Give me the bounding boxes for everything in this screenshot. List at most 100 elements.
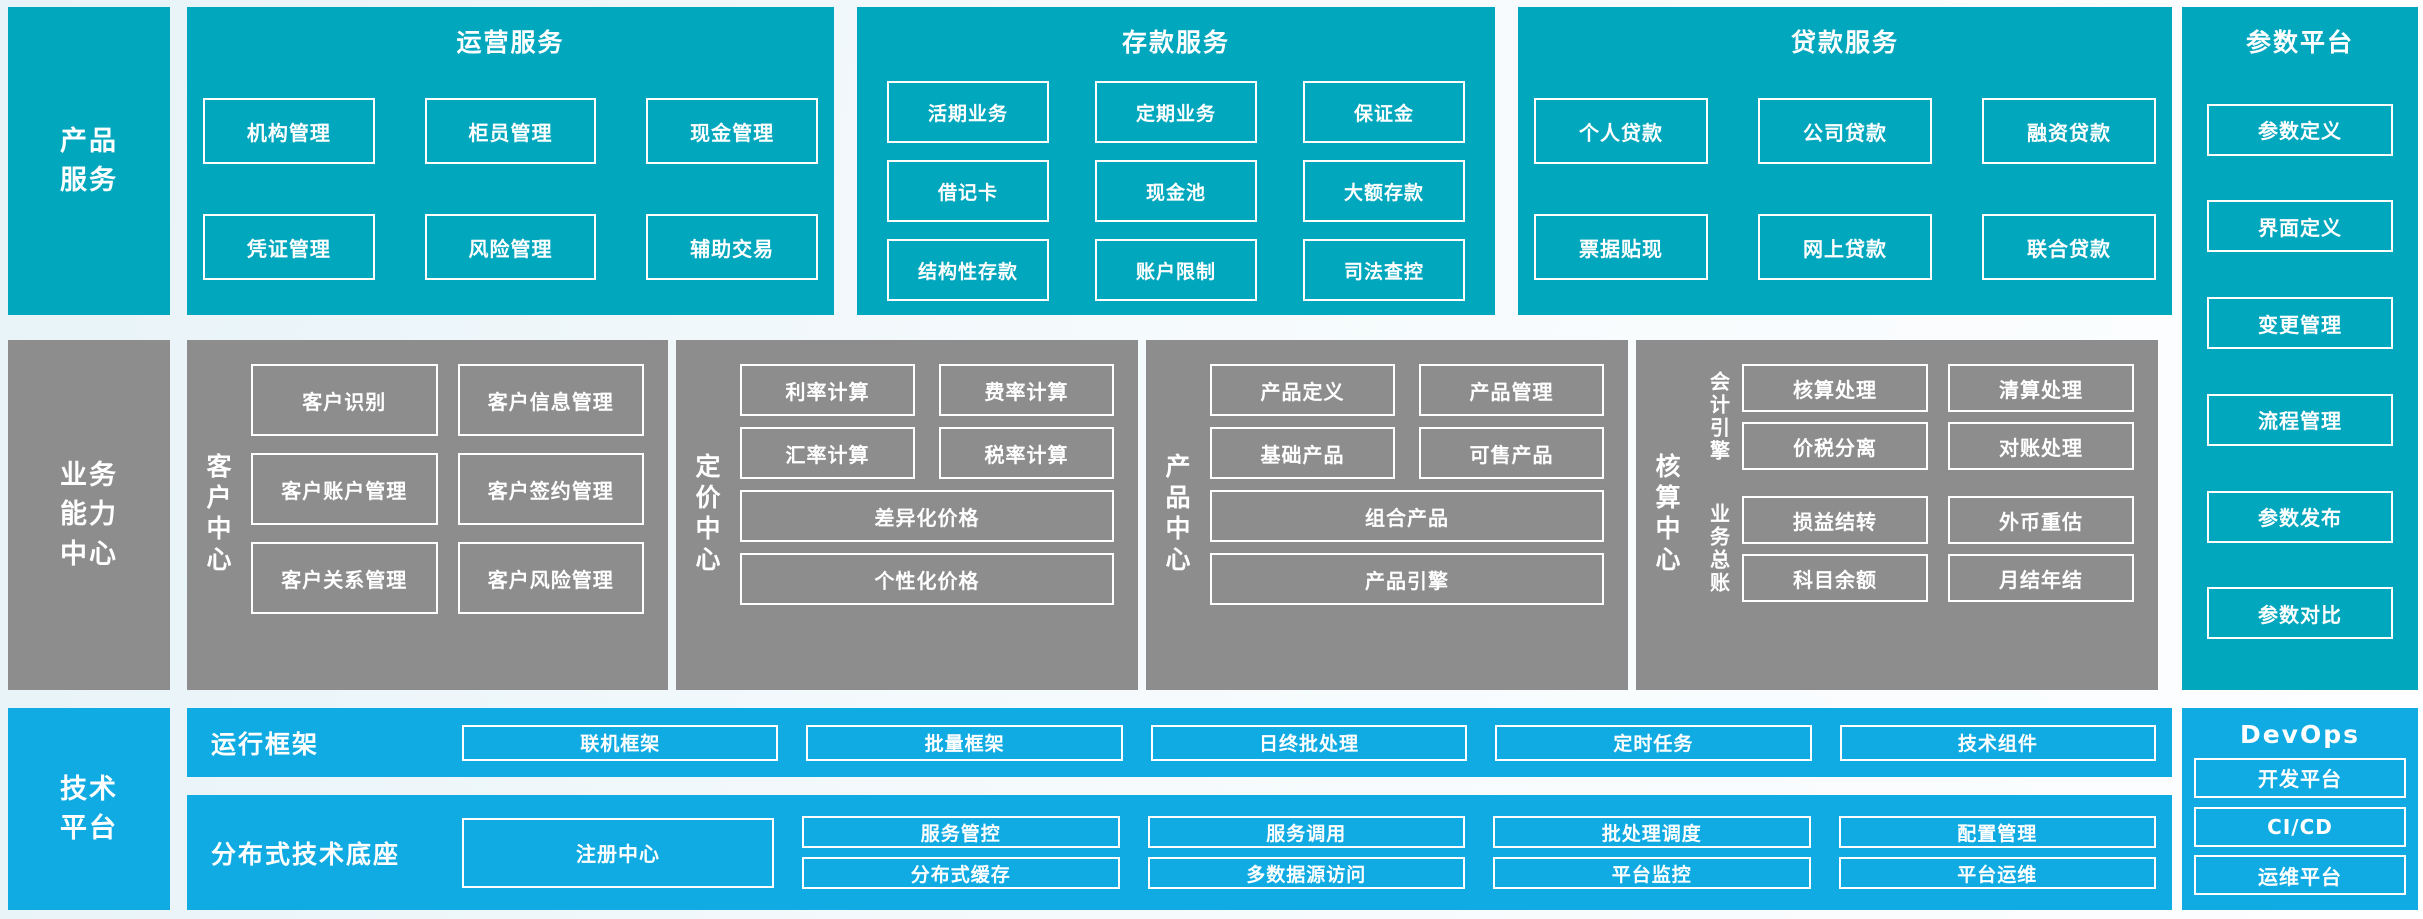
diagram-box: 借记卡	[887, 160, 1049, 222]
section-loan-services: 贷款服务 个人贷款公司贷款融资贷款票据贴现网上贷款联合贷款	[1518, 7, 2172, 315]
diagram-box: 开发平台	[2194, 757, 2406, 798]
band-label-business-capability-center: 业务 能力 中心	[8, 340, 170, 690]
accounting-engine-group: 会计引擎 核算处理清算处理价税分离对账处理	[1696, 364, 2134, 470]
distributed-base-boxes: 服务管控服务调用批处理调度配置管理分布式缓存多数据源访问平台监控平台运维	[802, 816, 2156, 889]
diagram-box: 柜员管理	[424, 98, 597, 164]
band-label-product-services: 产品 服务	[8, 7, 170, 315]
diagram-box-registry-center: 注册中心	[462, 817, 774, 888]
diagram-box: 联合贷款	[1982, 214, 2156, 280]
diagram-box: 月结年结	[1948, 554, 2134, 602]
diagram-box: 票据贴现	[1534, 214, 1708, 280]
diagram-box: 现金管理	[646, 98, 818, 164]
diagram-box: 参数发布	[2207, 490, 2393, 543]
operation-services-boxes: 机构管理柜员管理现金管理凭证管理风险管理辅助交易	[203, 98, 818, 280]
diagram-box: 可售产品	[1419, 427, 1604, 479]
section-label-product-center: 产品中心	[1162, 453, 1191, 577]
diagram-box: 汇率计算	[740, 427, 915, 479]
diagram-box: 保证金	[1303, 81, 1465, 143]
diagram-box: 大额存款	[1303, 160, 1465, 222]
section-devops: DevOps 开发平台 CI/CD 运维平台	[2182, 708, 2418, 910]
diagram-box: 流程管理	[2207, 393, 2393, 446]
diagram-box: 定期业务	[1095, 81, 1257, 143]
pricing-pair-boxes: 利率计算费率计算汇率计算税率计算	[740, 364, 1114, 479]
diagram-box: 界面定义	[2207, 200, 2393, 253]
deposit-services-boxes: 活期业务定期业务保证金借记卡现金池大额存款结构性存款账户限制司法查控	[887, 81, 1465, 301]
product-center-boxes: 产品定义产品管理基础产品可售产品 组合产品 产品引擎	[1210, 364, 1604, 690]
diagram-box: 税率计算	[939, 427, 1114, 479]
diagram-box: 产品定义	[1210, 364, 1395, 416]
diagram-box: 现金池	[1095, 160, 1257, 222]
diagram-box: 多数据源访问	[1147, 857, 1465, 889]
diagram-box: 司法查控	[1303, 239, 1465, 301]
group-label-accounting-engine: 会计引擎	[1706, 371, 1731, 463]
diagram-box: 产品管理	[1419, 364, 1604, 416]
diagram-box: 联机框架	[462, 724, 779, 761]
diagram-box: 核算处理	[1742, 364, 1928, 412]
diagram-box: 客户风险管理	[457, 542, 644, 614]
section-label-accounting-center: 核算中心	[1652, 453, 1681, 577]
diagram-box: 清算处理	[1948, 364, 2134, 412]
diagram-box: 价税分离	[1742, 422, 1928, 470]
diagram-box: 客户账户管理	[251, 453, 438, 525]
section-runtime-framework: 运行框架 联机框架批量框架日终批处理定时任务技术组件	[187, 708, 2172, 777]
diagram-box: 平台运维	[1838, 857, 2156, 889]
section-deposit-services: 存款服务 活期业务定期业务保证金借记卡现金池大额存款结构性存款账户限制司法查控	[857, 7, 1495, 315]
diagram-box: 客户识别	[251, 364, 438, 436]
business-ledger-boxes: 损益结转外币重估科目余额月结年结	[1742, 496, 2134, 602]
accounting-center-groups: 会计引擎 核算处理清算处理价税分离对账处理 业务总账 损益结转外币重估科目余额月…	[1696, 364, 2134, 690]
diagram-box: 运维平台	[2194, 855, 2406, 896]
diagram-box: 服务管控	[802, 816, 1120, 848]
bar-label-runtime-framework: 运行框架	[211, 729, 320, 759]
diagram-box: 配置管理	[1838, 816, 2156, 848]
section-title-devops: DevOps	[2239, 720, 2361, 749]
diagram-box: 账户限制	[1095, 239, 1257, 301]
diagram-box: 损益结转	[1742, 496, 1928, 544]
diagram-box-combined-product: 组合产品	[1210, 490, 1604, 542]
diagram-box: 平台监控	[1493, 857, 1811, 889]
diagram-box: 费率计算	[939, 364, 1114, 416]
diagram-box: 对账处理	[1948, 422, 2134, 470]
diagram-box: 网上贷款	[1758, 214, 1932, 280]
diagram-box: 日终批处理	[1150, 724, 1468, 761]
section-title-operation-services: 运营服务	[456, 28, 565, 57]
section-product-center: 产品中心 产品定义产品管理基础产品可售产品 组合产品 产品引擎	[1146, 340, 1628, 690]
customer-center-boxes: 客户识别客户信息管理客户账户管理客户签约管理客户关系管理客户风险管理	[251, 364, 644, 690]
section-label-pricing-center: 定价中心	[692, 453, 721, 577]
diagram-box: 风险管理	[424, 214, 597, 280]
group-label-business-ledger: 业务总账	[1706, 503, 1731, 595]
section-distributed-base: 分布式技术底座 注册中心 服务管控服务调用批处理调度配置管理分布式缓存多数据源访…	[187, 795, 2172, 910]
diagram-box-personalized-pricing: 个性化价格	[740, 553, 1114, 605]
loan-services-boxes: 个人贷款公司贷款融资贷款票据贴现网上贷款联合贷款	[1534, 98, 2156, 280]
business-ledger-group: 业务总账 损益结转外币重估科目余额月结年结	[1696, 496, 2134, 602]
diagram-box: 活期业务	[887, 81, 1049, 143]
bar-label-distributed-base: 分布式技术底座	[211, 839, 401, 869]
diagram-box: 科目余额	[1742, 554, 1928, 602]
diagram-box: 利率计算	[740, 364, 915, 416]
section-title-deposit-services: 存款服务	[1121, 28, 1230, 57]
section-pricing-center: 定价中心 利率计算费率计算汇率计算税率计算 差异化价格 个性化价格	[676, 340, 1138, 690]
diagram-box: 分布式缓存	[802, 857, 1120, 889]
band-label-technology-platform: 技术 平台	[8, 708, 170, 910]
diagram-box: 参数对比	[2207, 587, 2393, 640]
parameter-platform-boxes: 参数定义界面定义变更管理流程管理参数发布参数对比	[2182, 59, 2418, 690]
diagram-box: 客户关系管理	[251, 542, 438, 614]
section-label-customer-center: 客户中心	[203, 453, 232, 577]
pricing-center-boxes: 利率计算费率计算汇率计算税率计算 差异化价格 个性化价格	[740, 364, 1114, 690]
section-title-loan-services: 贷款服务	[1790, 28, 1899, 57]
section-accounting-center: 核算中心 会计引擎 核算处理清算处理价税分离对账处理 业务总账 损益结转外币重估…	[1636, 340, 2158, 690]
diagram-box: 变更管理	[2207, 297, 2393, 350]
product-pair-boxes: 产品定义产品管理基础产品可售产品	[1210, 364, 1604, 479]
diagram-box: 基础产品	[1210, 427, 1395, 479]
diagram-box: 机构管理	[203, 98, 375, 164]
diagram-box: 个人贷款	[1534, 98, 1708, 164]
diagram-box: 客户信息管理	[457, 364, 644, 436]
diagram-box: 定时任务	[1495, 724, 1812, 761]
diagram-box: 结构性存款	[887, 239, 1049, 301]
accounting-engine-boxes: 核算处理清算处理价税分离对账处理	[1742, 364, 2134, 470]
diagram-box: 服务调用	[1147, 816, 1465, 848]
diagram-box: 公司贷款	[1758, 98, 1932, 164]
diagram-box: CI/CD	[2194, 806, 2406, 847]
diagram-box: 外币重估	[1948, 496, 2134, 544]
section-customer-center: 客户中心 客户识别客户信息管理客户账户管理客户签约管理客户关系管理客户风险管理	[187, 340, 668, 690]
